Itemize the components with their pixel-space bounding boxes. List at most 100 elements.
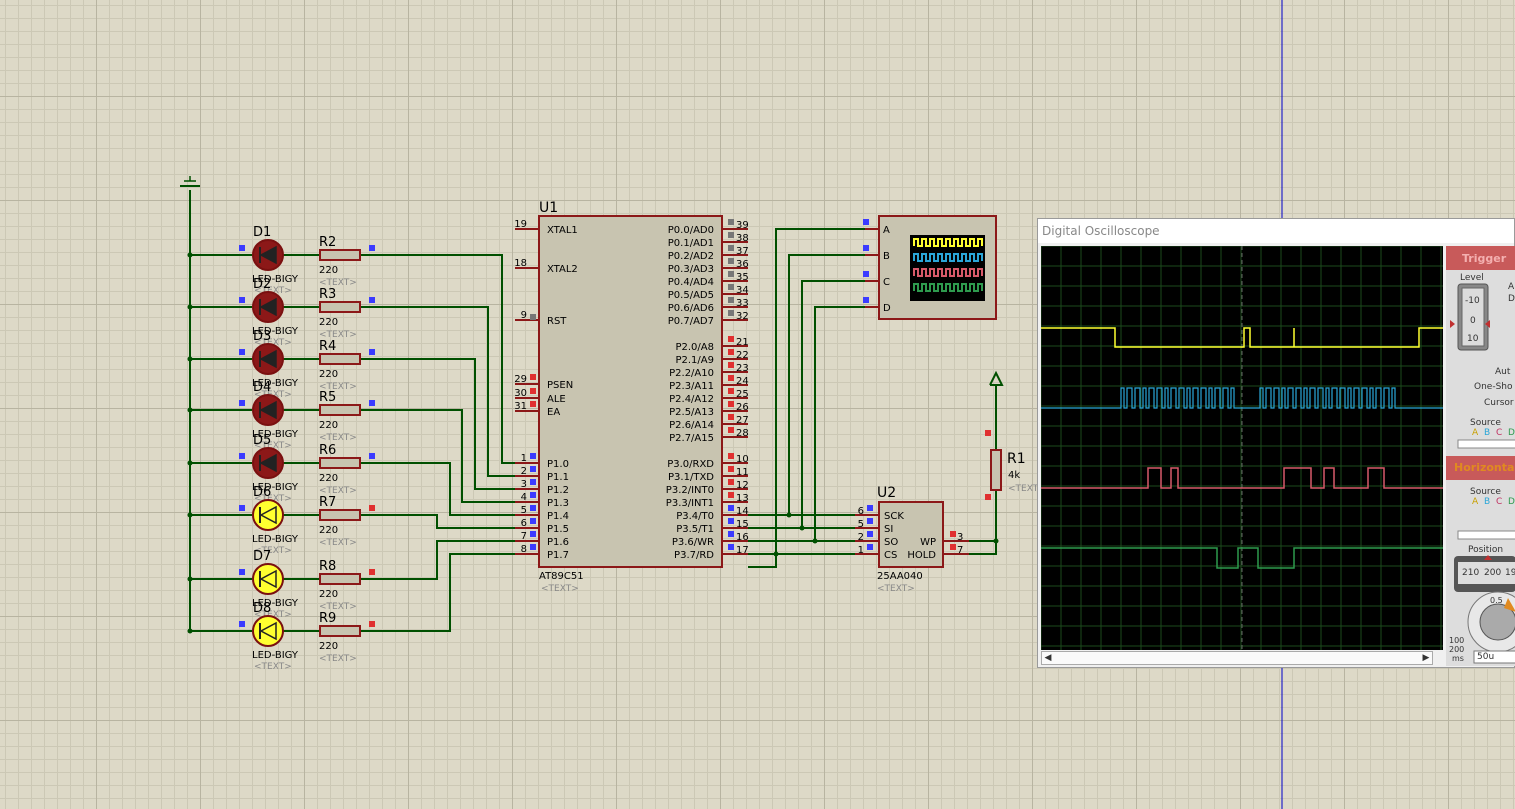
pin-marker[interactable] xyxy=(369,400,375,406)
pin-marker[interactable] xyxy=(530,453,536,459)
resistor-r4-icon[interactable] xyxy=(319,353,361,365)
resistor-r5-icon[interactable] xyxy=(319,404,361,416)
pin-marker[interactable] xyxy=(530,492,536,498)
resistor-r1-icon[interactable] xyxy=(990,449,1002,491)
components[interactable]: D1LED-BIGY<TEXT>R2220<TEXT>D2LED-BIGY<TE… xyxy=(180,176,1046,672)
pin-marker[interactable] xyxy=(369,569,375,575)
pin-marker[interactable] xyxy=(239,453,245,459)
pin-marker[interactable] xyxy=(530,544,536,550)
horizontal-source-b[interactable]: B xyxy=(1484,497,1491,507)
pin-marker[interactable] xyxy=(728,531,734,537)
resistor-r6-icon[interactable] xyxy=(319,457,361,469)
pin-marker[interactable] xyxy=(728,284,734,290)
pin-marker[interactable] xyxy=(239,245,245,251)
pin-marker[interactable] xyxy=(239,569,245,575)
pin-marker[interactable] xyxy=(369,505,375,511)
resistor-r7-icon[interactable] xyxy=(319,509,361,521)
pin-marker[interactable] xyxy=(239,621,245,627)
trigger-source-d[interactable]: D xyxy=(1508,428,1515,438)
pin-marker[interactable] xyxy=(728,518,734,524)
pin-marker[interactable] xyxy=(728,505,734,511)
pin-marker[interactable] xyxy=(728,375,734,381)
pin-marker[interactable] xyxy=(728,492,734,498)
pin-marker[interactable] xyxy=(728,336,734,342)
pin-marker[interactable] xyxy=(728,466,734,472)
pin-marker[interactable] xyxy=(530,466,536,472)
trigger-source-a[interactable]: A xyxy=(1472,428,1479,438)
pin-marker[interactable] xyxy=(728,453,734,459)
digital-oscilloscope-window[interactable]: Digital Oscilloscope ◀ ▶ Trigger Level -… xyxy=(1037,218,1515,668)
pin-marker[interactable] xyxy=(728,258,734,264)
horizontal-scrollbar[interactable]: ◀ ▶ xyxy=(1041,651,1433,665)
horizontal-source-c[interactable]: C xyxy=(1496,497,1503,507)
pin-marker[interactable] xyxy=(530,374,536,380)
pin-marker[interactable] xyxy=(239,349,245,355)
pin-marker[interactable] xyxy=(530,479,536,485)
auto-label[interactable]: Aut xyxy=(1495,367,1511,377)
resistor-r9-icon[interactable] xyxy=(319,625,361,637)
one-shot-label[interactable]: One-Sho xyxy=(1474,382,1513,392)
pin-marker[interactable] xyxy=(985,494,991,500)
pin-marker[interactable] xyxy=(530,388,536,394)
pin-marker[interactable] xyxy=(867,505,873,511)
pin-marker[interactable] xyxy=(867,531,873,537)
u2-body[interactable] xyxy=(878,501,944,568)
pin-marker[interactable] xyxy=(369,297,375,303)
resistor-r8-icon[interactable] xyxy=(319,573,361,585)
pin-marker[interactable] xyxy=(863,297,869,303)
pin-marker[interactable] xyxy=(239,297,245,303)
pin-marker[interactable] xyxy=(863,219,869,225)
resistor-r3-icon[interactable] xyxy=(319,301,361,313)
pin-marker[interactable] xyxy=(728,362,734,368)
pin-marker[interactable] xyxy=(728,349,734,355)
horizontal-source-d[interactable]: D xyxy=(1508,497,1515,507)
pin-marker[interactable] xyxy=(863,271,869,277)
pin-marker[interactable] xyxy=(985,430,991,436)
pin-marker[interactable] xyxy=(863,245,869,251)
u1-at89c51[interactable]: U1AT89C51<TEXT>19XTAL118XTAL29RST29PSEN3… xyxy=(514,200,748,594)
pin-marker[interactable] xyxy=(728,414,734,420)
pin-marker[interactable] xyxy=(728,310,734,316)
horizontal-source-a[interactable]: A xyxy=(1472,497,1479,507)
pin-marker[interactable] xyxy=(728,388,734,394)
u1-body[interactable] xyxy=(538,215,723,568)
pin-marker[interactable] xyxy=(950,531,956,537)
pin-marker[interactable] xyxy=(728,401,734,407)
pin-marker[interactable] xyxy=(239,400,245,406)
pin-marker[interactable] xyxy=(728,219,734,225)
trigger-source-c[interactable]: C xyxy=(1496,428,1503,438)
pin-marker[interactable] xyxy=(369,453,375,459)
pin-marker[interactable] xyxy=(728,297,734,303)
pin-marker[interactable] xyxy=(369,349,375,355)
oscilloscope-control-panel[interactable]: Trigger Level -10 0 10 A D Aut One-Sho C… xyxy=(1446,246,1515,666)
pin-marker[interactable] xyxy=(728,427,734,433)
oscilloscope-screen[interactable] xyxy=(1041,246,1443,650)
resistor-r2-icon[interactable] xyxy=(319,249,361,261)
pin-marker[interactable] xyxy=(530,505,536,511)
pin-marker[interactable] xyxy=(728,479,734,485)
pin-marker[interactable] xyxy=(728,232,734,238)
pin-marker[interactable] xyxy=(728,544,734,550)
scroll-right-icon[interactable]: ▶ xyxy=(1422,653,1430,663)
pin-marker[interactable] xyxy=(239,505,245,511)
pin-marker[interactable] xyxy=(530,401,536,407)
pin-marker[interactable] xyxy=(728,245,734,251)
pin-marker[interactable] xyxy=(369,621,375,627)
pin-marker[interactable] xyxy=(728,271,734,277)
pin-marker[interactable] xyxy=(530,314,536,320)
time-per-div-value[interactable]: 50u xyxy=(1477,652,1495,662)
pin-marker[interactable] xyxy=(369,245,375,251)
trigger-source-b[interactable]: B xyxy=(1484,428,1491,438)
